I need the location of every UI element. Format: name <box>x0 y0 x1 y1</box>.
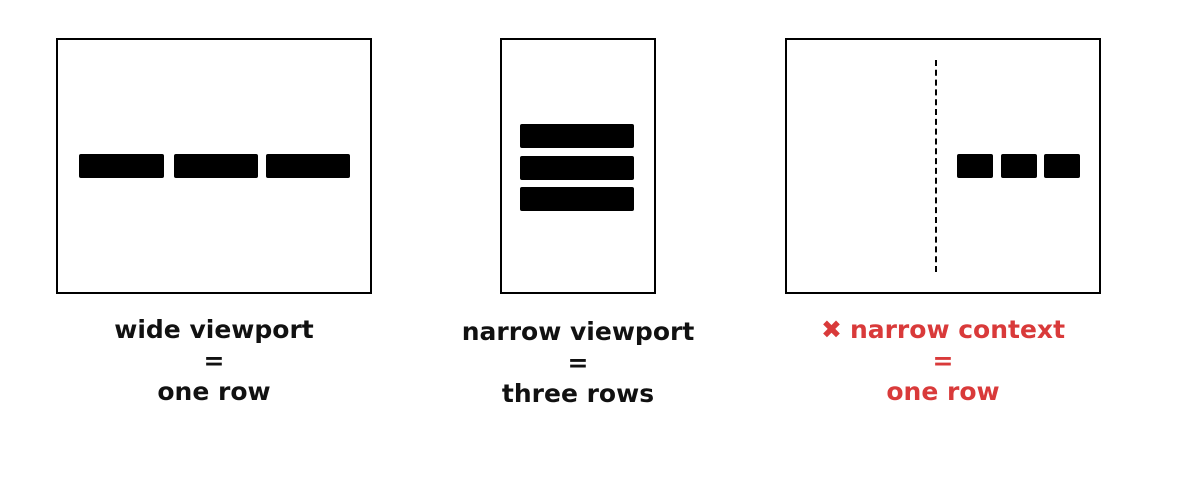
wide-viewport-frame <box>56 38 372 294</box>
wide-viewport-caption: wide viewport = one row <box>64 314 364 407</box>
wide-viewport-caption-line1: wide viewport <box>114 315 314 344</box>
narrow-viewport-caption-line3: three rows <box>501 379 655 408</box>
narrow-viewport-caption: narrow viewport = three rows <box>426 316 730 409</box>
narrow-context-caption-line1: ✖narrow context <box>780 314 1106 345</box>
wide-viewport-block-3 <box>266 154 350 178</box>
narrow-context-caption: ✖narrow context = one row <box>780 314 1106 407</box>
narrow-viewport-frame <box>500 38 656 294</box>
narrow-viewport-row-2 <box>520 156 634 180</box>
narrow-context-block-1 <box>957 154 993 178</box>
x-mark-icon: ✖ <box>820 315 842 344</box>
narrow-viewport-caption-line1: narrow viewport <box>461 317 695 346</box>
narrow-context-caption-text: narrow context <box>849 315 1066 344</box>
container-boundary-dashed-line <box>935 60 937 272</box>
narrow-viewport-row-1 <box>520 124 634 148</box>
narrow-context-block-2 <box>1001 154 1037 178</box>
narrow-context-caption-line3: one row <box>886 377 1000 406</box>
narrow-viewport-row-3 <box>520 187 634 211</box>
narrow-context-block-3 <box>1044 154 1080 178</box>
wide-viewport-block-1 <box>79 154 164 178</box>
wide-viewport-caption-equals: = <box>203 346 225 375</box>
narrow-viewport-caption-equals: = <box>567 348 589 377</box>
narrow-context-frame <box>785 38 1101 294</box>
narrow-context-caption-equals: = <box>932 346 954 375</box>
wide-viewport-block-2 <box>174 154 258 178</box>
wide-viewport-caption-line3: one row <box>157 377 271 406</box>
